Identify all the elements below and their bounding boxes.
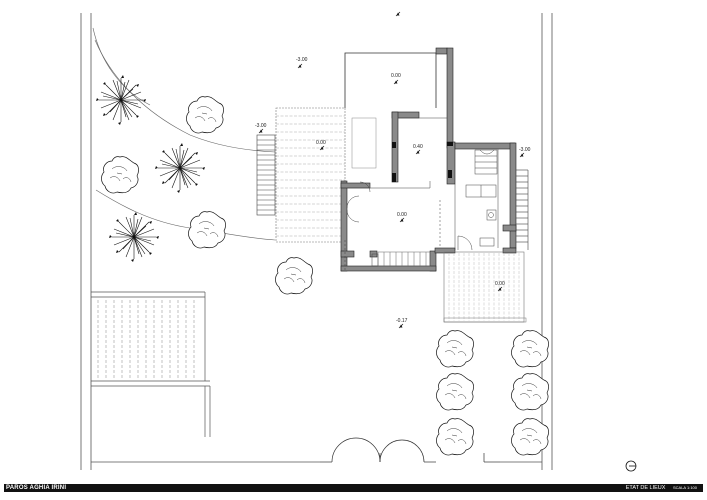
level-label: -3.00 — [296, 57, 308, 63]
olive-tree — [511, 373, 549, 411]
level-markers: -3.00 0.00 -3.00 0.00 0.40 -3.00 0.00 0.… — [255, 11, 531, 329]
olive-tree — [511, 418, 549, 456]
building-walls — [340, 47, 517, 272]
olive-tree — [186, 96, 224, 134]
entrance-gates — [320, 437, 500, 463]
olive-tree — [188, 211, 226, 249]
drawing-scale: SCALA 1:100 — [672, 485, 697, 490]
olive-tree — [436, 330, 474, 368]
project-title: PAROS AGHIA IRINI — [6, 485, 67, 491]
level-label: 0.00 — [397, 212, 407, 218]
olive-tree — [511, 330, 549, 368]
level-label: -0.17 — [396, 318, 408, 324]
drawing-title: ETAT DE LIEUX SCALA 1:100 — [626, 484, 697, 492]
wall-openings — [392, 142, 453, 182]
level-label: 0.00 — [316, 140, 326, 146]
drawing-name: ETAT DE LIEUX — [625, 485, 666, 491]
olive-tree — [275, 257, 313, 295]
pergola — [91, 291, 211, 437]
palm-tree — [108, 211, 160, 263]
terrain-contours — [92, 27, 276, 241]
north-arrow-icon — [625, 460, 637, 472]
olive-tree — [101, 156, 139, 194]
olive-tree — [436, 418, 474, 456]
level-label: 0.00 — [495, 281, 505, 287]
interior-details — [344, 117, 499, 270]
level-label: -3.00 — [255, 123, 267, 129]
upper-room — [344, 52, 437, 108]
terrace-deck-left — [256, 107, 377, 243]
site-boundary — [80, 13, 553, 470]
palm-tree — [154, 142, 206, 194]
title-block: PAROS AGHIA IRINI ETAT DE LIEUX SCALA 1:… — [4, 484, 703, 492]
front-steps — [377, 251, 431, 267]
level-label: 0.00 — [391, 73, 401, 79]
level-label: 0.40 — [413, 144, 423, 150]
palm-tree — [95, 74, 147, 126]
level-label: -3.00 — [519, 147, 531, 153]
olive-tree — [436, 373, 474, 411]
terrace-deck-right — [443, 169, 529, 323]
